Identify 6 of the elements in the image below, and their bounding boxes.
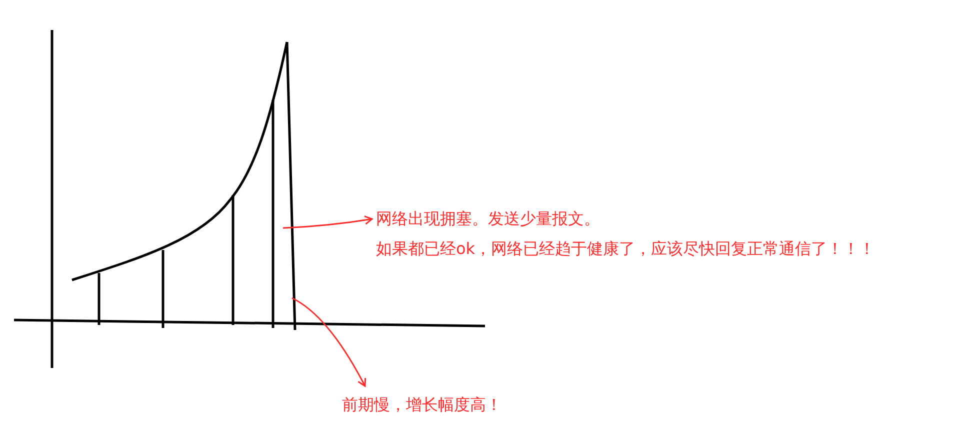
annotation-text: 前期慢，增长幅度高！ — [342, 394, 502, 416]
arrow — [292, 297, 366, 387]
annotation-text: 网络出现拥塞。发送少量报文。 — [376, 208, 601, 230]
curve-sketch-drawing — [14, 30, 486, 368]
arrow — [282, 215, 373, 229]
annotation-text: 如果都已经ok，网络已经趋于健康了，应该尽快回复正常通信了！！！ — [376, 238, 876, 260]
